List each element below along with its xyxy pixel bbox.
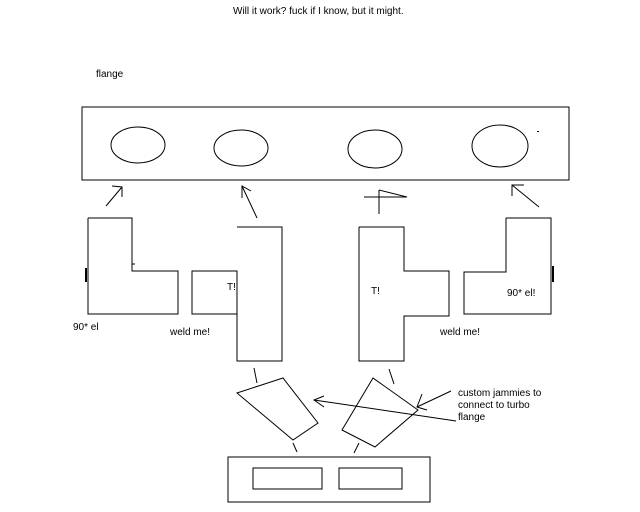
flange-port-3 — [347, 129, 403, 169]
tick-right — [388, 368, 395, 385]
arrow-custom-long-head — [312, 395, 325, 408]
label-elbow-left: 90* el — [73, 322, 99, 333]
flange-port-4 — [471, 124, 529, 168]
arrow-custom-long — [313, 399, 457, 422]
tick-bottom-left — [292, 442, 298, 453]
diagram-title: Will it work? fuck if I know, but it mig… — [233, 6, 404, 17]
arrow-2 — [241, 185, 258, 219]
arrows-custom — [312, 390, 457, 422]
turbo-port-right — [338, 467, 403, 490]
tick-left — [253, 367, 258, 384]
arrow-1 — [105, 186, 123, 207]
label-weld-right: weld me! — [440, 327, 481, 338]
turbo-port-left — [252, 467, 323, 490]
label-custom-jammies: custom jammies to connect to turbo flang… — [458, 388, 568, 424]
label-tee-left: T! — [227, 282, 236, 293]
elbow-left — [87, 217, 179, 315]
flange-port-1 — [110, 126, 166, 164]
tick-bottom-right — [353, 442, 360, 454]
arrow-2-head — [241, 185, 252, 198]
label-custom-line-3: flange — [458, 412, 486, 423]
flange-port-2 — [213, 129, 269, 167]
flange-plate — [81, 106, 570, 181]
label-custom-line-1: custom jammies to — [458, 388, 542, 399]
arrow-1-head — [111, 185, 123, 197]
tee-left — [191, 226, 283, 362]
elbow-right — [463, 217, 552, 315]
label-flange: flange — [96, 69, 124, 80]
flange-dot — [537, 131, 539, 132]
custom-piece-right — [341, 377, 419, 448]
tee-right — [358, 226, 450, 362]
label-tee-right: T! — [371, 286, 380, 297]
arrow-4-head — [511, 184, 524, 196]
custom-piece-left — [235, 377, 319, 441]
arrow-custom-short — [416, 390, 452, 408]
arrow-4 — [511, 184, 540, 208]
label-weld-left: weld me! — [170, 327, 211, 338]
arrow-3-head-b — [378, 189, 408, 198]
turbo-flange — [227, 456, 431, 503]
arrows-up — [105, 184, 540, 219]
arrow-custom-short-head — [416, 393, 428, 411]
label-elbow-right: 90* el! — [507, 288, 536, 299]
label-custom-line-2: connect to turbo — [458, 400, 530, 411]
